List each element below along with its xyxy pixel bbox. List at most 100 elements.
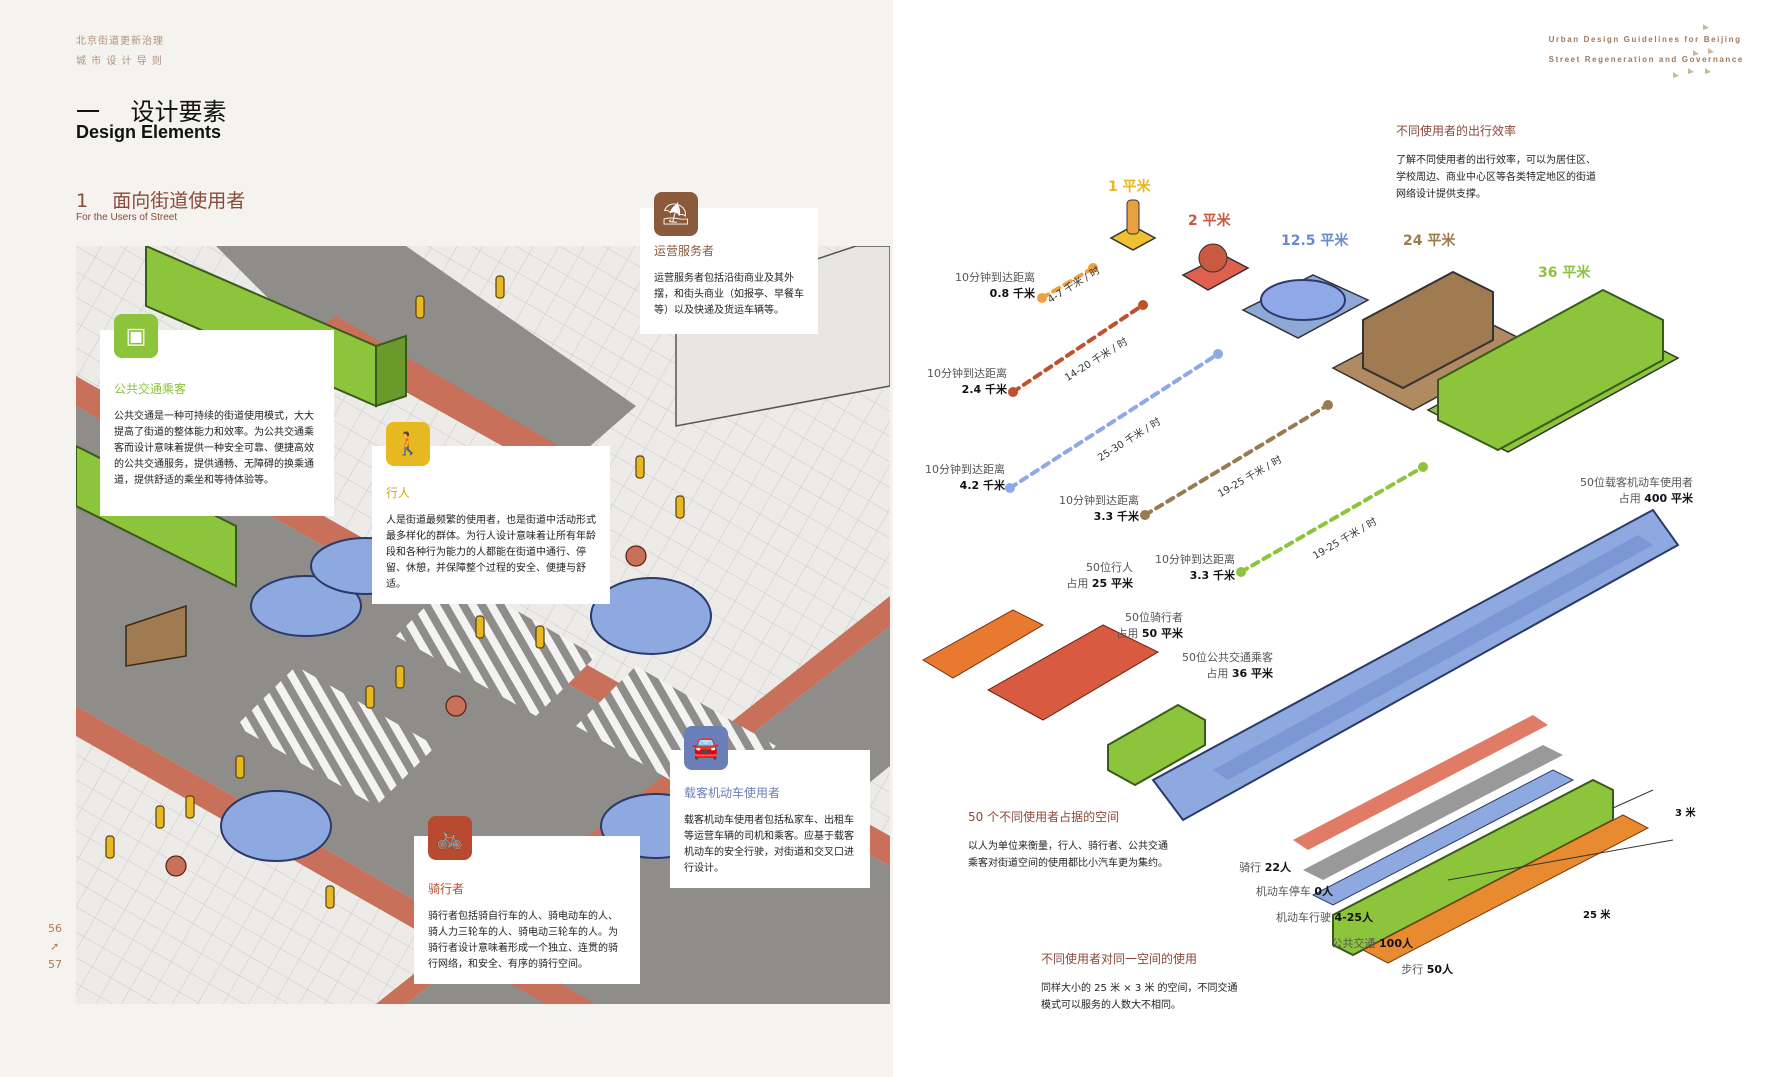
speed-car-caption: 10分钟到达距离 4.2 千米 <box>893 462 1005 494</box>
card-title: 载客机动车使用者 <box>684 786 781 800</box>
capacity-value: 4-25人 <box>1334 911 1373 924</box>
footprint-car <box>1241 274 1370 339</box>
card-cyclist: 🚲 骑行者 骑行者包括骑自行车的人、骑电动车的人、骑人力三轮车的人、骑电动三轮车… <box>414 816 640 984</box>
speed-line-bus <box>1239 465 1425 574</box>
arrow-icon: ➚ <box>50 940 60 953</box>
kiosk-icon: ⛱ <box>654 192 698 236</box>
same-space-diagram <box>1293 715 1674 964</box>
card-title: 行人 <box>386 486 411 500</box>
subsection-title: 1 面向街道使用者 <box>76 190 246 212</box>
capacity-cycling: 骑行 22人 <box>1193 860 1291 876</box>
left-page: 北京街道更新治理 城 市 设 计 导 则 一 设计要素 Design Eleme… <box>0 0 893 1077</box>
occupancy-who: 50位载客机动车使用者 <box>1580 476 1693 489</box>
space-text: 以人为单位来衡量，行人、骑行者、公共交通乘客对街道空间的使用都比小汽车更为集约。 <box>968 841 1168 869</box>
distance-value: 0.8 千米 <box>989 287 1035 300</box>
speed-bike-caption: 10分钟到达距离 2.4 千米 <box>893 366 1007 398</box>
book-title: 北京街道更新治理 <box>76 36 164 47</box>
card-operator: ⛱ 运营服务者 运营服务者包括沿街商业及其外摆，和街头商业（如报亭、早餐车等）以… <box>640 192 818 334</box>
speed-line-car <box>1008 352 1220 490</box>
car-icon: 🚘 <box>684 726 728 770</box>
footprint-cyclist <box>1181 243 1250 291</box>
footprint-label-walk: 1 平米 <box>1108 179 1151 195</box>
capacity-value: 50人 <box>1426 963 1453 976</box>
footprint-label-car: 12.5 平米 <box>1281 233 1349 249</box>
occupancy-cyclists: 50位骑行者占用 50 平米 <box>1073 610 1183 642</box>
book-title-en-line2: Street Regeneration and Governance <box>1548 55 1744 64</box>
capacity-mode: 公共交通 <box>1331 937 1376 950</box>
birds-decoration <box>1673 24 1714 78</box>
capacity-mode: 机动车行驶 <box>1275 911 1331 924</box>
card-text: 载客机动车使用者包括私家车、出租车等运营车辆的司机和乘客。应基于载客机动车的安全… <box>684 815 854 874</box>
card-text: 运营服务者包括沿街商业及其外摆，和街头商业（如报亭、早餐车等）以及快递及货运车辆… <box>654 273 804 316</box>
capacity-driving: 机动车行驶 4-25人 <box>1193 910 1373 926</box>
transit-50-group <box>1107 703 1206 787</box>
pedestrian-icon: 🚶 <box>386 422 430 466</box>
capacity-value: 22人 <box>1264 861 1291 874</box>
section-title: 一 设计要素 <box>76 98 227 126</box>
right-page: Urban Design Guidelines for Beijing Stre… <box>893 0 1776 1077</box>
space-title: 50 个不同使用者占据的空间 <box>968 810 1120 824</box>
same-space-text: 同样大小的 25 米 × 3 米 的空间，不同交通模式可以服务的人数大不相同。 <box>1041 983 1238 1011</box>
capacity-mode: 机动车停车 <box>1255 885 1311 898</box>
book-subtitle: 城 市 设 计 导 则 <box>76 56 163 67</box>
card-motorist: 🚘 载客机动车使用者 载客机动车使用者包括私家车、出租车等运营车辆的司机和乘客。… <box>670 726 870 888</box>
occupancy-value: 36 平米 <box>1231 667 1273 680</box>
page-number-left: 56 <box>48 922 62 935</box>
capacity-parking: 机动车停车 0人 <box>1193 884 1333 900</box>
distance-value: 4.2 千米 <box>959 479 1005 492</box>
page-number-right: 57 <box>48 958 62 971</box>
card-transit: ▣ 公共交通乘客 公共交通是一种可持续的街道使用模式，大大提高了街道的整体能力和… <box>100 314 334 516</box>
occupancy-cars: 50位载客机动车使用者占用 400 平米 <box>1533 475 1693 507</box>
footprint-truck <box>1331 270 1535 411</box>
occupancy-value: 400 平米 <box>1644 492 1693 505</box>
card-text: 公共交通是一种可持续的街道使用模式，大大提高了街道的整体能力和效率。为公共交通乘… <box>114 411 314 486</box>
occupancy-who: 50位行人 <box>1086 561 1133 574</box>
section-title-en: Design Elements <box>76 122 222 142</box>
delivery-tricycle <box>125 604 187 667</box>
distance-caption: 10分钟到达距离 <box>1059 494 1139 507</box>
speed-walk-caption: 10分钟到达距离 0.8 千米 <box>923 270 1035 302</box>
distance-value: 3.3 千米 <box>1189 569 1235 582</box>
speed-line-bike <box>1011 303 1145 394</box>
distance-caption: 10分钟到达距离 <box>955 271 1035 284</box>
pedestrians-50-group <box>922 609 1045 679</box>
occupancy-prefix: 占用 <box>1206 667 1229 680</box>
capacity-transit: 公共交通 100人 <box>1233 936 1413 952</box>
bicycle-icon: 🚲 <box>428 816 472 860</box>
card-title: 公共交通乘客 <box>114 382 187 396</box>
speed-truck-caption: 10分钟到达距离 3.3 千米 <box>1013 493 1139 525</box>
efficiency-text: 了解不同使用者的出行效率，可以为居住区、学校周边、商业中心区等各类特定地区的街道… <box>1396 155 1596 200</box>
occupancy-who: 50位骑行者 <box>1125 611 1183 624</box>
distance-caption: 10分钟到达距离 <box>927 367 1007 380</box>
crosswalk <box>396 576 596 716</box>
efficiency-diagram <box>922 199 1680 964</box>
footprint-label-bus: 36 平米 <box>1538 265 1591 281</box>
occupancy-pedestrians: 50位行人占用 25 平米 <box>1023 560 1133 592</box>
occupancy-prefix: 占用 <box>1066 577 1089 590</box>
card-text: 人是街道最频繁的使用者，也是街道中活动形式最多样化的群体。为行人设计意味着让所有… <box>386 515 596 590</box>
dimension-length: 25 米 <box>1583 910 1611 921</box>
occupancy-prefix: 占用 <box>1116 627 1139 640</box>
speed-bus-caption: 10分钟到达距离 3.3 千米 <box>1107 552 1235 584</box>
occupancy-prefix: 占用 <box>1618 492 1641 505</box>
footprint-bus <box>1426 288 1680 453</box>
distance-caption: 10分钟到达距离 <box>1155 553 1235 566</box>
same-space-title: 不同使用者对同一空间的使用 <box>1041 952 1198 966</box>
book-title-en-line1: Urban Design Guidelines for Beijing <box>1548 35 1742 44</box>
card-text: 骑行者包括骑自行车的人、骑电动车的人、骑人力三轮车的人、骑电动三轮车的人。为骑行… <box>428 911 618 970</box>
footprint-label-bike: 2 平米 <box>1188 213 1231 229</box>
capacity-value: 100人 <box>1379 937 1413 950</box>
occupancy-who: 50位公共交通乘客 <box>1182 651 1273 664</box>
card-pedestrian: 🚶 行人 人是街道最频繁的使用者，也是街道中活动形式最多样化的群体。为行人设计意… <box>372 422 610 604</box>
capacity-walking: 步行 50人 <box>1273 962 1453 978</box>
distance-value: 3.3 千米 <box>1093 510 1139 523</box>
book-title-en: Urban Design Guidelines for Beijing Stre… <box>1549 30 1744 70</box>
bus-icon: ▣ <box>114 314 158 358</box>
occupancy-value: 25 平米 <box>1091 577 1133 590</box>
distance-value: 2.4 千米 <box>961 383 1007 396</box>
efficiency-title: 不同使用者的出行效率 <box>1396 124 1517 138</box>
capacity-mode: 步行 <box>1401 963 1424 976</box>
dimension-width: 3 米 <box>1675 808 1696 819</box>
distance-caption: 10分钟到达距离 <box>925 463 1005 476</box>
capacity-mode: 骑行 <box>1239 861 1262 874</box>
